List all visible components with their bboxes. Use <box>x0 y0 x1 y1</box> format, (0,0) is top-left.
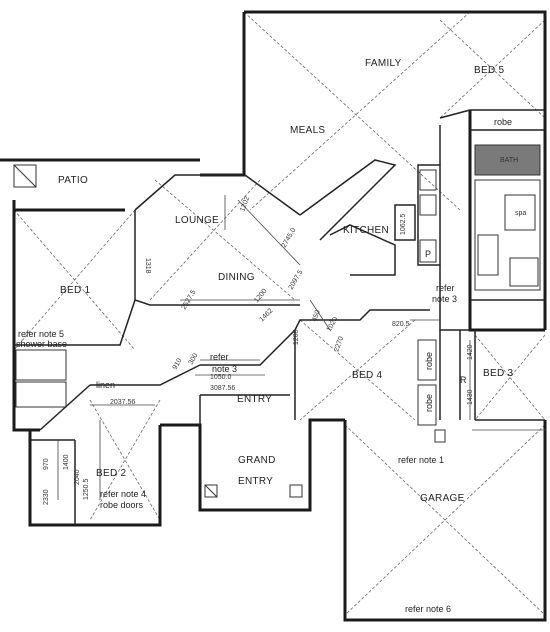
room-bed3: BED 3 <box>483 368 514 379</box>
note-linen: linen <box>96 380 115 390</box>
note-refer-entry: refer <box>210 352 229 362</box>
dimension: 1050.0 <box>210 374 232 381</box>
room-robe-top: robe <box>494 117 512 127</box>
dimension: 1430 <box>467 389 474 405</box>
dimension: 1250.5 <box>83 478 90 500</box>
dimension: 450 <box>311 309 322 322</box>
room-grand-entry: ENTRY <box>238 476 273 487</box>
note-refer-1: refer note 1 <box>398 455 444 465</box>
note-refer-5: refer note 5 <box>18 329 64 339</box>
note-refer-4: refer note 4 <box>100 489 146 499</box>
room-bed4: BED 4 <box>352 370 383 381</box>
room-labels: FAMILY BED 5 robe MEALS PATIO LOUNGE KIT… <box>58 58 514 504</box>
room-grand: GRAND <box>238 455 276 466</box>
bath-label: BATH <box>500 157 518 164</box>
room-patio: PATIO <box>58 175 88 186</box>
room-kitchen: KITCHEN <box>343 225 389 236</box>
room-bed1: BED 1 <box>60 285 91 296</box>
interior-walls <box>13 109 545 525</box>
room-dining: DINING <box>218 272 255 283</box>
room-robe-bed3: robe <box>424 394 434 412</box>
note-refer-3a: refer <box>436 283 455 293</box>
pantry-label: P <box>425 249 431 259</box>
robe-r-label: R <box>460 375 467 385</box>
dimension: 2745.0 <box>281 227 298 249</box>
exterior-walls <box>0 10 547 622</box>
dimension: 820.5 <box>392 321 410 328</box>
dimension: 2040 <box>74 469 81 485</box>
dimension: 1420 <box>467 344 474 360</box>
room-robe-bed4: robe <box>424 352 434 370</box>
note-robe-doors: robe doors <box>100 500 144 510</box>
spa-label: spa <box>515 210 526 217</box>
note-refer-3b: note 3 <box>432 294 457 304</box>
dimension: 300 <box>188 352 200 366</box>
note-refer-6: refer note 6 <box>405 604 451 614</box>
room-diagonals <box>13 11 546 616</box>
dimension: 1062.5 <box>400 213 407 235</box>
dimension: 1202 <box>239 196 251 213</box>
dimension: 2097.5 <box>288 269 305 291</box>
room-garage: GARAGE <box>420 493 465 504</box>
dimension: 970 <box>43 458 50 470</box>
dimension: 1462 <box>258 307 274 323</box>
dimension: 2270 <box>333 336 345 353</box>
dimension: 910 <box>172 357 184 371</box>
dimension: 1200 <box>293 329 300 345</box>
note-shower-base: shower base <box>16 339 67 349</box>
note-labels: refer note 5 shower base refer note 3 re… <box>16 283 457 614</box>
room-bed2: BED 2 <box>96 468 127 479</box>
room-bed5: BED 5 <box>474 65 505 76</box>
room-entry: ENTRY <box>237 394 272 405</box>
dimension: 1400 <box>63 454 70 470</box>
dimension: 2330 <box>43 489 50 505</box>
room-lounge: LOUNGE <box>175 215 219 226</box>
dimension-lines <box>57 195 471 500</box>
dimension: 3087.56 <box>210 385 235 392</box>
dimension: 1020 <box>326 316 340 333</box>
dimension: 1200 <box>253 288 268 305</box>
note-3-entry: note 3 <box>212 364 237 374</box>
room-meals: MEALS <box>290 125 325 136</box>
dimension: 1318 <box>144 258 151 274</box>
room-family: FAMILY <box>365 58 402 69</box>
dimension: 2037.56 <box>110 399 135 406</box>
dimension-labels: 1202 2745.0 2097.5 1200 1462 2527.5 1020… <box>43 196 474 505</box>
fixture-labels: P R spa BATH <box>425 157 526 385</box>
